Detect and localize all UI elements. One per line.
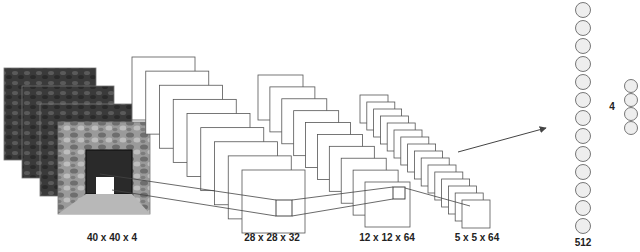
receptive-field: [276, 200, 292, 216]
unit-count-label: 4: [609, 101, 615, 113]
feature-map: [242, 170, 305, 233]
neuron: [625, 122, 638, 135]
dimension-label: 12 x 12 x 64: [359, 232, 415, 244]
feature-map: [365, 182, 410, 227]
neuron: [576, 93, 591, 108]
projection-line: [112, 190, 276, 216]
neuron: [576, 75, 591, 90]
neuron: [576, 219, 591, 234]
neuron: [576, 201, 591, 216]
neuron: [576, 57, 591, 72]
input-frame: [58, 122, 150, 214]
neuron: [625, 94, 638, 107]
neuron: [576, 183, 591, 198]
neuron: [576, 165, 591, 180]
feature-map: [462, 200, 490, 228]
receptive-field: [393, 187, 405, 199]
neuron: [625, 108, 638, 121]
input-frame: [40, 104, 132, 196]
neuron: [576, 39, 591, 54]
neuron: [576, 111, 591, 126]
projection-line: [405, 188, 470, 206]
neuron: [576, 129, 591, 144]
dimension-label: 28 x 28 x 32: [244, 232, 300, 244]
dimension-label: 40 x 40 x 4: [87, 232, 137, 244]
corridor-floor: [58, 194, 150, 214]
corridor-opening: [86, 150, 132, 194]
flatten-arrow: [458, 128, 546, 152]
projection-line: [100, 174, 276, 200]
neuron: [576, 3, 591, 18]
dimension-label: 5 x 5 x 64: [455, 232, 499, 244]
projection-line: [292, 187, 393, 200]
neuron: [576, 21, 591, 36]
corridor-light: [96, 177, 114, 194]
projection-line: [292, 199, 393, 216]
unit-count-label: 512: [575, 237, 592, 249]
neuron: [625, 80, 638, 93]
neuron: [576, 147, 591, 162]
